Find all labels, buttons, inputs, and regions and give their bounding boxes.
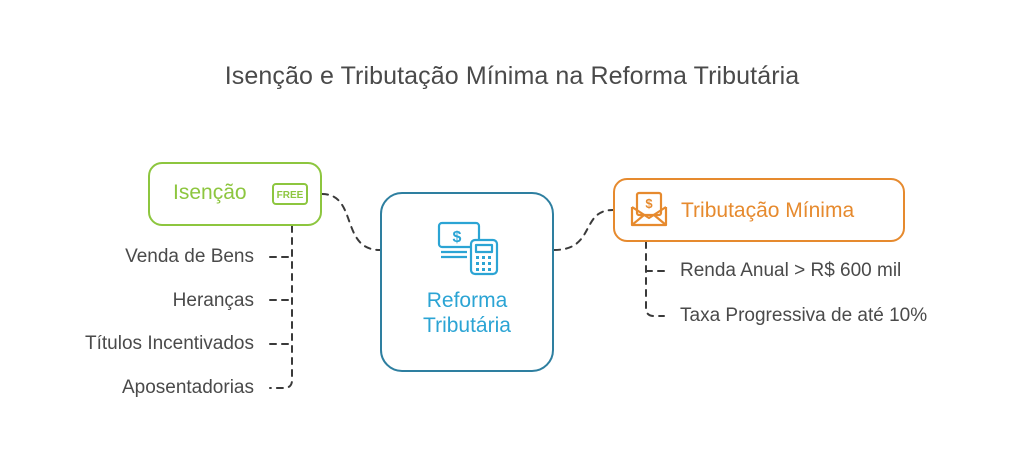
connector-tributacao-items (645, 241, 665, 317)
connector-isencao-center (321, 193, 381, 251)
free-badge-text: FREE (277, 190, 304, 201)
tributacao-item-renda-anual: Renda Anual > R$ 600 mil (680, 260, 902, 281)
money-envelope-icon: $ (629, 191, 669, 234)
money-calculator-icon: $ (437, 220, 501, 281)
svg-text:$: $ (453, 229, 462, 246)
node-reforma-tributaria: $ Reforma Tributária (380, 192, 554, 372)
center-label-line-2: Tributária (423, 314, 511, 337)
isencao-item-venda-de-bens: Venda de Bens (125, 246, 254, 267)
free-tag-icon: FREE (272, 183, 308, 210)
node-tributacao-minima: $ Tributação Mínima (613, 178, 905, 242)
diagram-title: Isenção e Tributação Mínima na Reforma T… (224, 62, 800, 90)
connector-center-tributacao (553, 209, 614, 251)
center-label-line-1: Reforma (426, 289, 508, 312)
svg-text:$: $ (645, 196, 653, 211)
connector-isencao-items (269, 225, 293, 389)
tributacao-label: Tributação Mínima (681, 199, 855, 222)
tributacao-item-taxa-progressiva: Taxa Progressiva de até 10% (680, 305, 928, 326)
node-isencao: Isenção FREE (148, 162, 322, 226)
isencao-item-herancas: Heranças (172, 290, 254, 311)
isencao-item-aposentadorias: Aposentadorias (121, 377, 254, 398)
isencao-item-titulos-incentivados: Títulos Incentivados (85, 333, 254, 354)
center-label: Reforma Tributária (382, 288, 552, 338)
isencao-label: Isenção (173, 181, 247, 204)
